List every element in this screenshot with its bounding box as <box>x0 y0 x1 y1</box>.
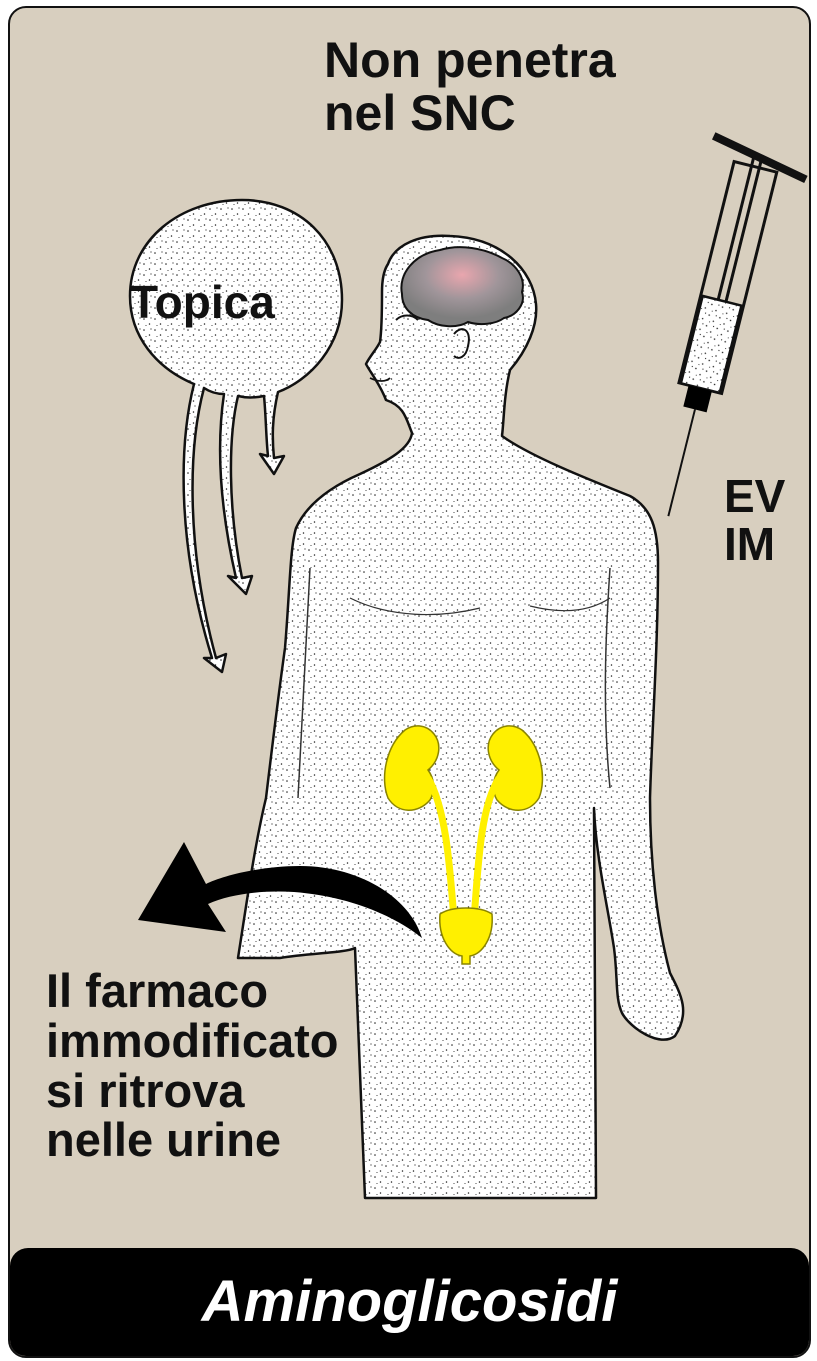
bbb-note: Non penetra nel SNC <box>324 34 616 139</box>
bbb-note-line2: nel SNC <box>324 85 516 141</box>
brain-icon <box>401 247 523 326</box>
topical-route-label: Topica <box>130 278 275 326</box>
drug-class-title: Aminoglicosidi <box>10 1268 809 1335</box>
footer-bar: Aminoglicosidi <box>10 1248 809 1356</box>
excretion-line4: nelle urine <box>46 1113 281 1166</box>
injection-route-label: EV IM <box>724 472 785 569</box>
route-ev: EV <box>724 470 785 522</box>
bbb-note-line1: Non penetra <box>324 32 616 88</box>
excretion-line1: Il farmaco <box>46 964 268 1017</box>
figure-card: Non penetra nel SNC Topica EV IM Il farm… <box>8 6 811 1358</box>
excretion-line2: immodificato <box>46 1014 338 1067</box>
excretion-note: Il farmaco immodificato si ritrova nelle… <box>46 966 338 1165</box>
route-im: IM <box>724 518 775 570</box>
excretion-line3: si ritrova <box>46 1064 245 1117</box>
